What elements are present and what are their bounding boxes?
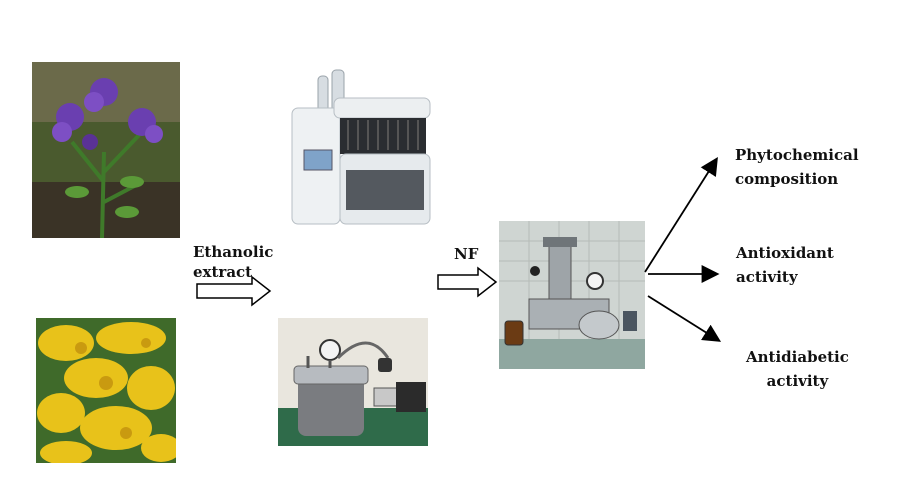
arrow-to-phytochemical	[644, 156, 718, 273]
alfalfa-photo	[32, 62, 180, 238]
antioxidant-activity-label: Antioxidant activity	[736, 241, 834, 289]
extractor-photo	[290, 58, 432, 226]
goldenrod-photo	[36, 318, 176, 463]
ethanolic-line1: Ethanolic	[193, 243, 274, 261]
ethanolic-extract-arrow	[196, 275, 272, 307]
nf-unit-photo	[499, 221, 645, 369]
arrow-to-antidiabetic	[647, 295, 722, 342]
antioxidant-line2: activity	[736, 268, 798, 286]
nf-arrow	[437, 266, 498, 298]
antidiabetic-line2: activity	[766, 372, 829, 390]
reactor-photo	[278, 318, 428, 446]
ethanolic-line2: extract	[193, 263, 253, 281]
antidiabetic-activity-label: Antidiabetic activity	[746, 345, 849, 393]
phytochemical-line2: composition	[735, 170, 839, 188]
antidiabetic-line1: Antidiabetic	[746, 348, 849, 366]
phytochemical-composition-label: Phytochemical composition	[735, 143, 859, 191]
phytochemical-line1: Phytochemical	[735, 146, 859, 164]
ethanolic-extract-label: Ethanolic extract	[193, 240, 273, 284]
antioxidant-line1: Antioxidant	[736, 244, 834, 262]
nf-label: NF	[454, 245, 479, 263]
